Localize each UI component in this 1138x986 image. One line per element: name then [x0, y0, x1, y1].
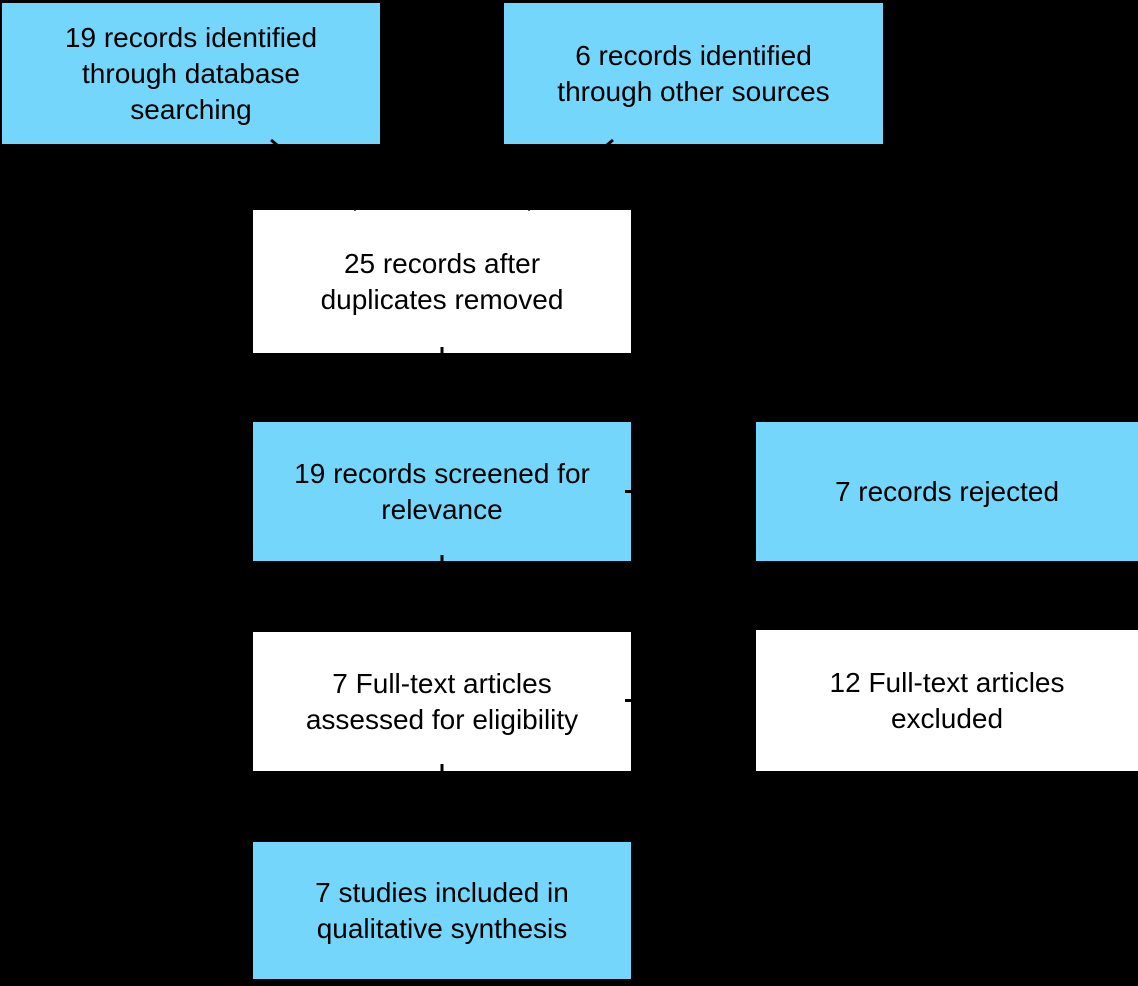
connector-database-to-duplicates — [270, 138, 357, 212]
box-records-after-duplicates-removed: 25 records after duplicates removed — [253, 210, 631, 353]
box-fulltext-excluded: 12 Full-text articles excluded — [756, 630, 1138, 771]
box-studies-included-qualitative-synthesis: 7 studies included in qualitative synthe… — [253, 842, 631, 979]
connector-other-to-duplicates — [527, 138, 614, 212]
box-records-identified-other-sources: 6 records identified through other sourc… — [504, 3, 883, 144]
box-records-screened-for-relevance: 19 records screened for relevance — [253, 422, 631, 561]
box-records-identified-database: 19 records identified through database s… — [2, 3, 380, 144]
box-fulltext-assessed-eligibility: 7 Full-text articles assessed for eligib… — [253, 632, 631, 771]
box-records-rejected: 7 records rejected — [756, 422, 1138, 561]
